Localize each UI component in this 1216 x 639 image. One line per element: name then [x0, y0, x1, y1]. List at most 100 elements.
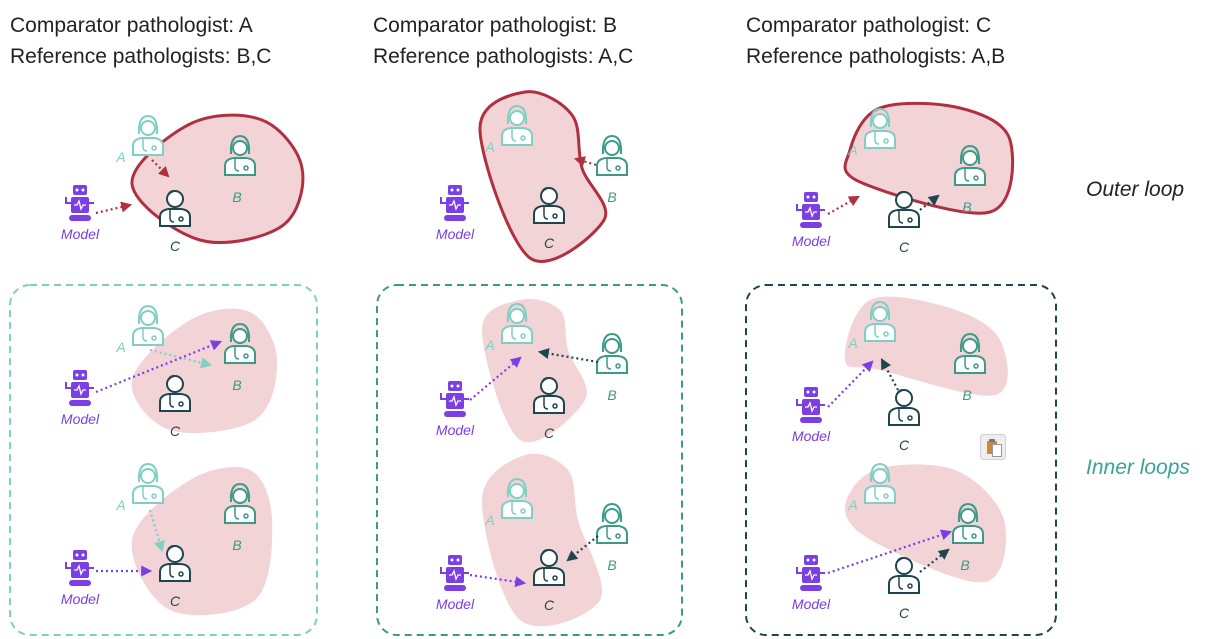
- doctor-c-inner1-col-b-label: C: [544, 425, 555, 441]
- outer-loop-label: Outer loop: [1086, 178, 1185, 201]
- doctor-b-inner1-col-a: B: [224, 322, 256, 393]
- inner-blob-c2: [844, 464, 1007, 583]
- doctor-a-inner2-col-a-label: A: [115, 497, 125, 513]
- doctor-c-inner1-col-b: C: [533, 377, 565, 441]
- arrow-c-to-b-inner2-col-c: [919, 548, 950, 573]
- doctor-c-outer-col-b: C: [533, 187, 565, 251]
- model-inner1-col-c-label: Model: [792, 428, 831, 444]
- doctor-c-inner1-col-a-label: C: [170, 423, 181, 439]
- model-inner2-col-c-label: Model: [792, 596, 831, 612]
- inner-loop-box-b: [376, 284, 683, 636]
- doctor-a-outer-col-a: A: [115, 114, 164, 165]
- model-inner2-col-a-label: Model: [61, 591, 100, 607]
- doctor-b-outer-col-a-label: B: [232, 189, 241, 205]
- model-inner1-col-a-label: Model: [61, 411, 100, 427]
- inner-loop-box-a: [9, 284, 318, 636]
- doctor-a-inner2-col-b: A: [484, 477, 533, 528]
- doctor-b-outer-col-b: B: [596, 134, 628, 205]
- doctor-a-outer-col-b-label: A: [484, 139, 494, 155]
- arrow-model-to-ref-outer-col-c: [827, 195, 860, 215]
- doctor-b-outer-col-c: B: [954, 144, 986, 215]
- doctor-c-inner2-col-c-label: C: [899, 605, 910, 621]
- doctor-c-outer-col-c-label: C: [899, 239, 910, 255]
- header-col-c: Comparator pathologist: C Reference path…: [746, 10, 1005, 72]
- doctor-a-inner1-col-b: A: [484, 302, 533, 353]
- doctor-b-inner2-col-a: B: [224, 482, 256, 553]
- doctor-c-outer-col-a-label: C: [170, 238, 181, 254]
- model-inner1-col-b-label: Model: [436, 422, 475, 438]
- doctor-a-inner1-col-c-label: A: [847, 335, 857, 351]
- arrow-model-to-b-inner2-col-c: [827, 529, 953, 575]
- inner-blob-c1: [844, 296, 1008, 396]
- doctor-c-inner2-col-b: C: [533, 549, 565, 613]
- doctor-b-inner1-col-b-label: B: [607, 387, 616, 403]
- model-outer-col-c-label: Model: [792, 233, 831, 249]
- model-outer-col-b: Model: [436, 185, 475, 242]
- comparator-label-c: Comparator pathologist: C: [746, 14, 992, 37]
- doctor-b-outer-col-a: B: [224, 134, 256, 205]
- arrow-a-to-c-inner2-col-a: [148, 509, 165, 553]
- clipboard-icon: [980, 434, 1006, 460]
- inner-blob-b1: [482, 298, 587, 443]
- arrow-b-to-c-outer-col-b: [573, 156, 597, 167]
- arrow-model-to-a-inner1-col-c: [827, 360, 874, 408]
- outer-blob-b: [478, 90, 608, 263]
- model-inner1-col-a: Model: [61, 370, 100, 427]
- doctor-b-inner2-col-b: B: [596, 502, 628, 573]
- header-col-b: Comparator pathologist: B Reference path…: [373, 10, 633, 72]
- arrow-model-to-c-outer-col-a: [95, 201, 133, 215]
- comparator-label-a: Comparator pathologist: A: [10, 14, 253, 37]
- doctor-a-inner1-col-c: A: [847, 300, 896, 351]
- doctor-a-outer-col-c-label: A: [847, 142, 857, 158]
- doctor-b-inner1-col-b: B: [596, 332, 628, 403]
- doctor-a-outer-col-a-label: A: [115, 149, 125, 165]
- model-outer-col-c: Model: [792, 192, 831, 249]
- model-outer-col-a-label: Model: [61, 226, 100, 242]
- arrow-b-to-c-inner2-col-b: [566, 535, 599, 562]
- arrow-c-to-a-inner1-col-c: [880, 358, 899, 391]
- doctor-c-inner2-col-b-label: C: [544, 597, 555, 613]
- doctor-a-inner2-col-c: A: [847, 462, 896, 513]
- doctor-c-outer-col-c: C: [888, 191, 920, 255]
- arrow-model-to-b-inner1-col-a: [95, 340, 223, 394]
- doctor-a-inner2-col-c-label: A: [847, 497, 857, 513]
- doctor-c-inner2-col-a-label: C: [170, 593, 181, 609]
- doctor-b-inner2-col-c-label: B: [960, 557, 969, 573]
- doctor-c-outer-col-b-label: C: [544, 235, 555, 251]
- doctor-c-outer-col-a: C: [159, 190, 191, 254]
- doctor-b-outer-col-c-label: B: [962, 199, 971, 215]
- model-outer-col-b-label: Model: [436, 226, 475, 242]
- arrow-a-to-c-outer-col-a: [151, 159, 170, 178]
- doctor-a-outer-col-c: A: [847, 107, 896, 158]
- reference-label-b: Reference pathologists: A,C: [373, 45, 634, 68]
- inner-blob-b2: [481, 453, 603, 627]
- doctor-c-inner2-col-c: C: [888, 557, 920, 621]
- model-inner2-col-c: Model: [792, 555, 831, 612]
- comparator-label-b: Comparator pathologist: B: [373, 14, 617, 37]
- doctor-a-inner1-col-b-label: A: [484, 337, 494, 353]
- doctor-c-inner2-col-a: C: [159, 545, 191, 609]
- model-inner2-col-b: Model: [436, 555, 475, 612]
- arrow-model-to-c-inner2-col-b: [469, 573, 527, 588]
- model-inner1-col-c: Model: [792, 387, 831, 444]
- doctor-b-inner2-col-c: B: [952, 502, 984, 573]
- doctor-a-outer-col-b: A: [484, 104, 533, 155]
- model-inner1-col-b: Model: [436, 381, 475, 438]
- model-inner2-col-a: Model: [61, 550, 100, 607]
- doctor-c-inner1-col-a: C: [159, 375, 191, 439]
- arrow-c-to-ref-outer-col-c: [919, 194, 940, 211]
- doctor-c-inner1-col-c: C: [888, 389, 920, 453]
- header-col-a: Comparator pathologist: A Reference path…: [10, 10, 271, 72]
- doctor-a-inner2-col-b-label: A: [484, 512, 494, 528]
- inner-loops-label: Inner loops: [1086, 456, 1190, 479]
- doctor-b-outer-col-b-label: B: [607, 189, 616, 205]
- doctor-b-inner1-col-a-label: B: [232, 377, 241, 393]
- doctor-b-inner2-col-b-label: B: [607, 557, 616, 573]
- doctor-b-inner1-col-c: B: [954, 332, 986, 403]
- model-outer-col-a: Model: [61, 185, 100, 242]
- doctor-a-inner2-col-a: A: [115, 462, 164, 513]
- reference-label-a: Reference pathologists: B,C: [10, 45, 272, 68]
- doctor-a-inner1-col-a-label: A: [115, 339, 125, 355]
- inner-loop-box-c: [745, 284, 1057, 636]
